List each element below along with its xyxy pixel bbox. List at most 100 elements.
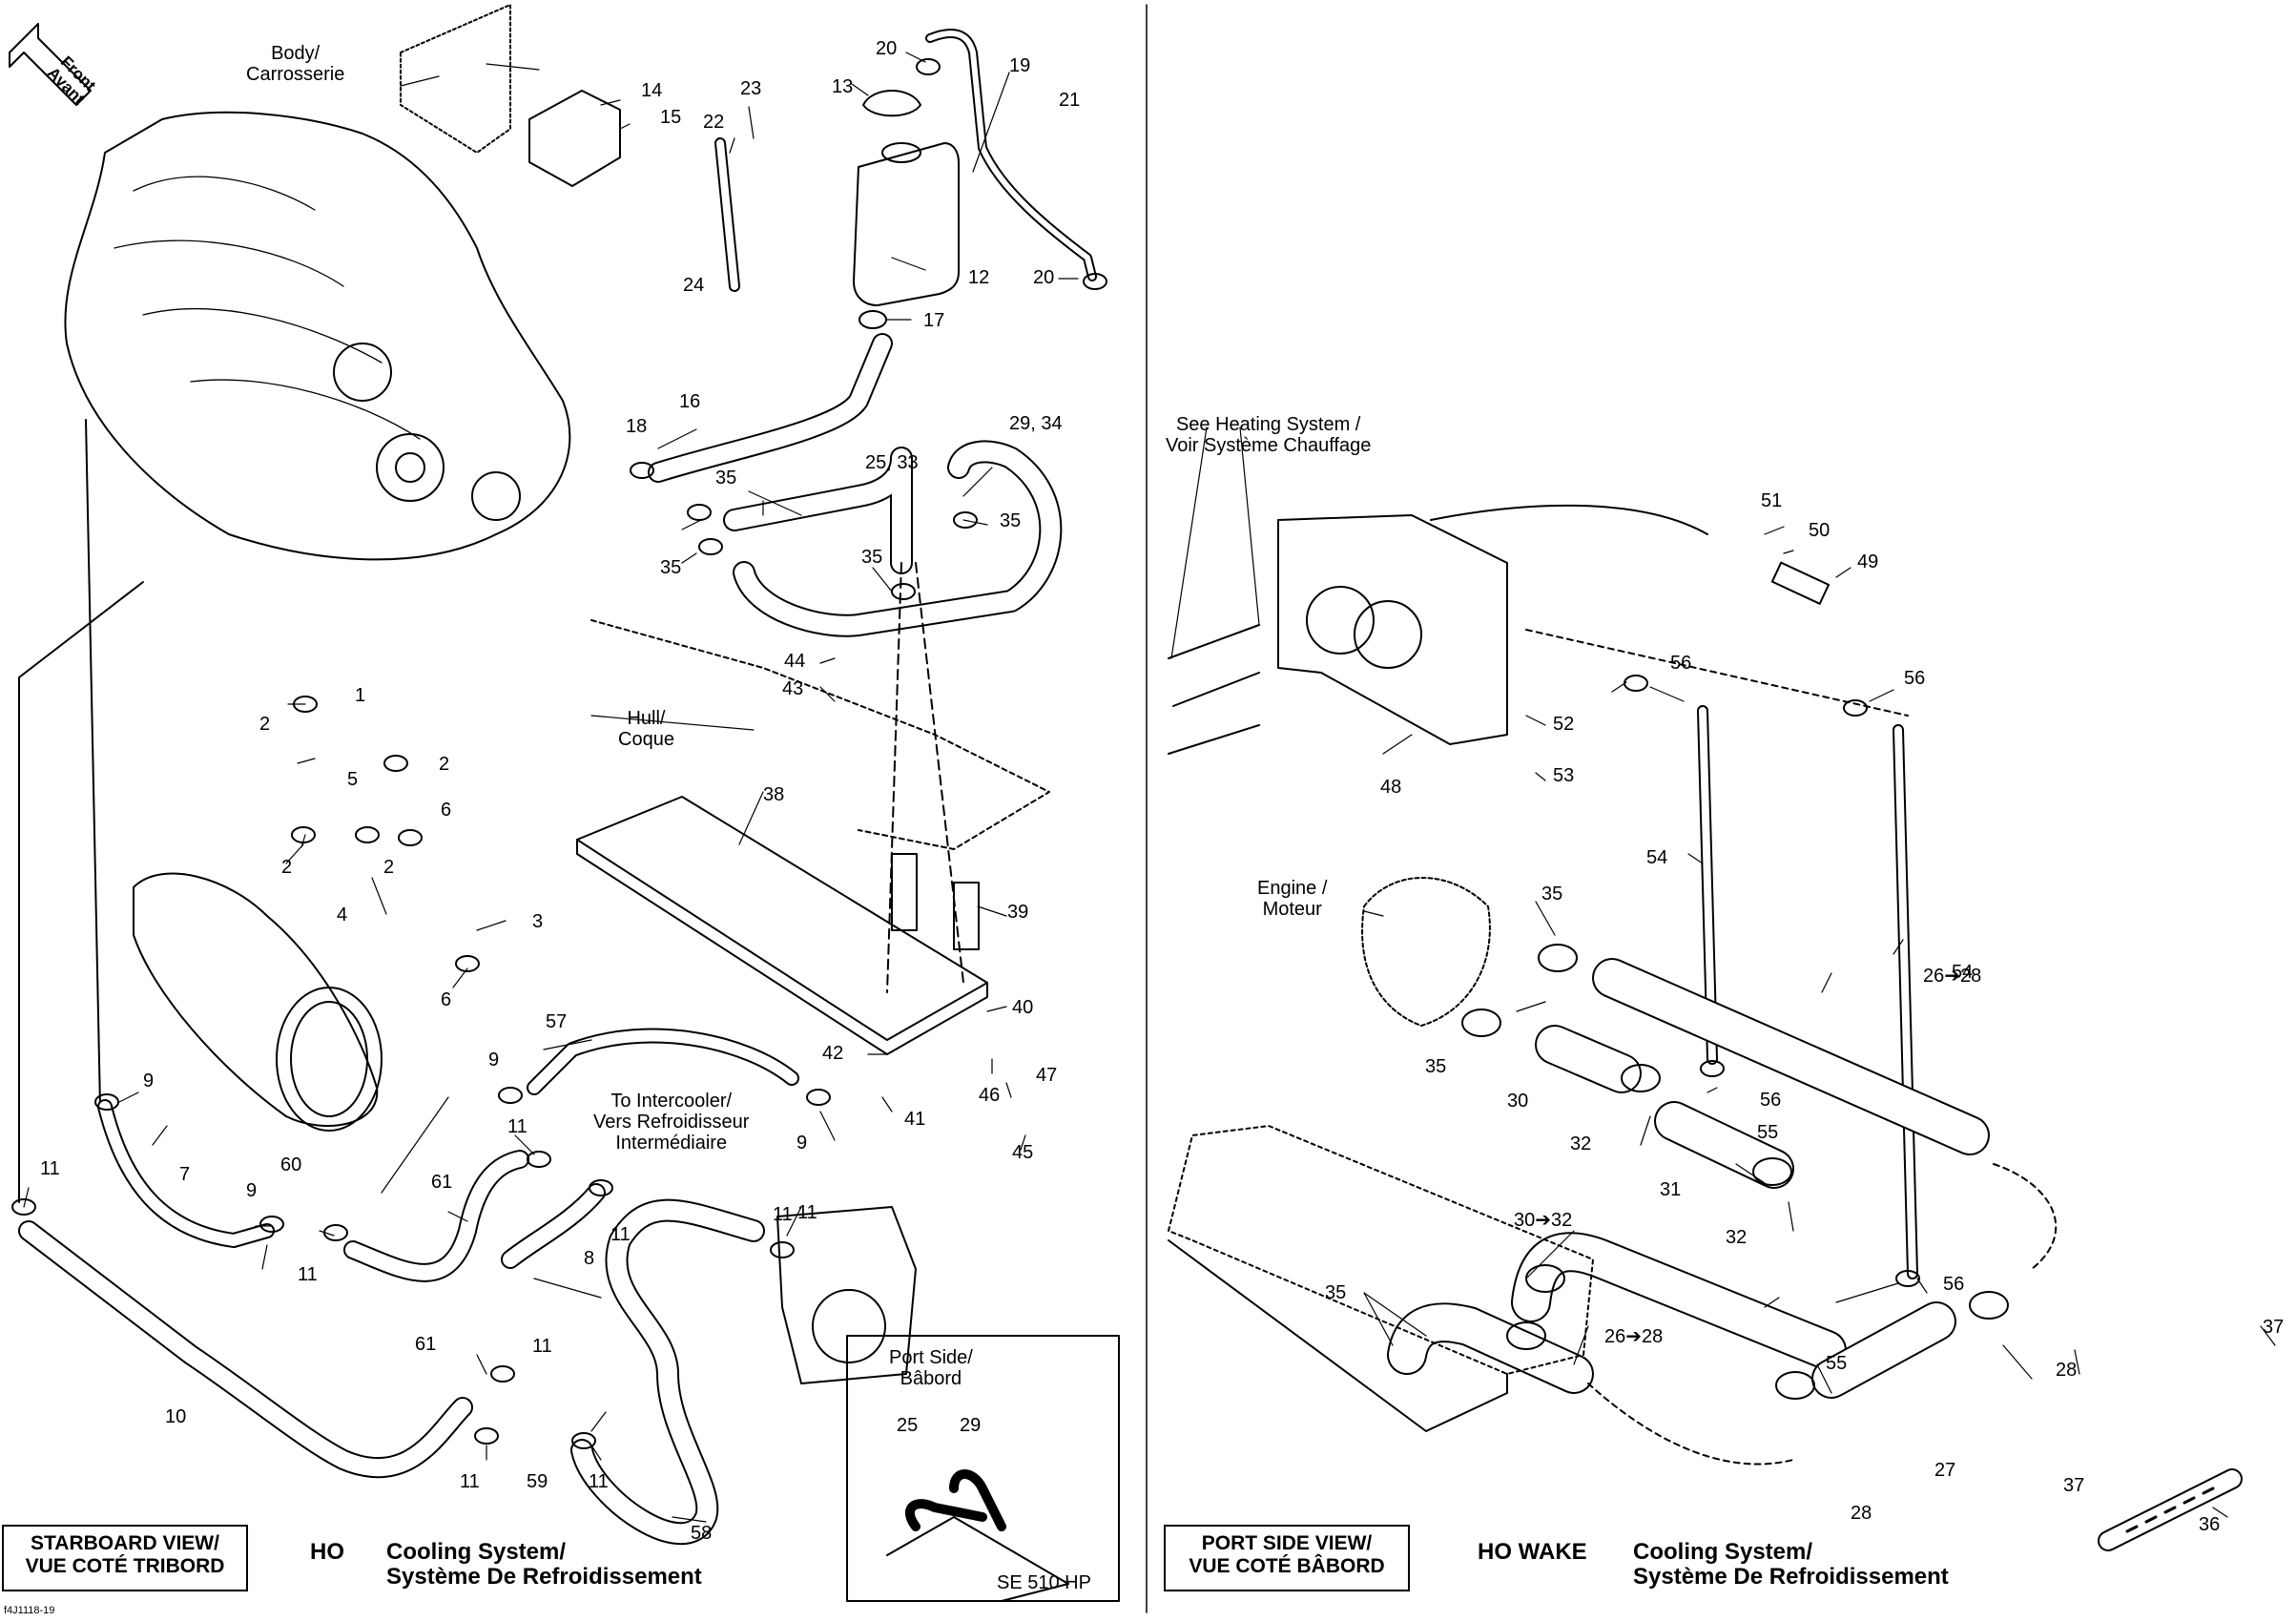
part-number: 11 [610,1224,631,1245]
part-number: 35 [1000,510,1022,531]
heating-callout: See Heating System / Voir Système Chauff… [1166,414,1371,456]
part-number: 30 [1507,1091,1529,1112]
view-label-box-left: STARBOARD VIEW/ VUE COTÉ TRIBORD [2,1525,248,1591]
part-number: 21 [1059,90,1081,111]
figure-code: f4J1118-19 [4,1605,55,1616]
part-number: 11 [589,1471,609,1492]
part-number: 32 [1570,1133,1592,1154]
part-number: 11 [532,1336,552,1357]
part-number: 9 [246,1180,258,1201]
part-number: 1 [355,685,366,706]
fitting-shape [891,853,918,931]
part-number: 11 [773,1204,793,1225]
title-left: Cooling System/ Système De Refroidisseme… [386,1540,702,1590]
coolant-reservoir [853,142,960,306]
engine-outline [64,111,571,561]
platform-right [1168,1125,1594,1375]
heating-label-2: Voir Système Chauffage [1166,435,1372,456]
inset-model-label: SE 510 HP [997,1572,1091,1593]
plate-shape [576,796,988,1041]
part-number: 3 [532,911,544,932]
part-number: 23 [740,78,762,99]
part-number: 2 [259,714,271,735]
title-line1: Cooling System/ [386,1539,567,1565]
part-number: 55 [1826,1353,1848,1374]
part-number: 17 [923,310,945,331]
part-number: 58 [691,1523,713,1544]
part-number: 2 [383,857,395,878]
part-number: 25, 33 [865,452,919,473]
part-number: 27 [1934,1460,1956,1481]
hull-label: Hull/ [627,708,666,729]
inset-port-callout: Port Side/ Bâbord [889,1347,973,1389]
part-number: 24 [683,275,705,296]
part-number: 2 [439,754,450,775]
part-number: 11 [40,1158,60,1179]
coque-label: Coque [618,729,674,750]
part-number: 39 [1007,902,1029,923]
part-number: 14 [641,80,663,101]
part-number: 25 [897,1415,919,1436]
part-number: 4 [337,905,348,925]
part-number: 26➔28 [1604,1326,1664,1347]
part-number: 47 [1036,1065,1058,1086]
inset-port-label: Port Side/ [889,1347,973,1368]
part-number: 56 [1943,1274,1965,1295]
inset-frame [846,1335,1120,1602]
part-number: 51 [1761,490,1783,511]
part-number: 29 [960,1415,982,1436]
part-number: 55 [1757,1122,1779,1143]
part-number: 9 [143,1071,155,1092]
view-label-line2: VUE COTÉ TRIBORD [25,1555,225,1577]
part-number: 26➔28 [1923,966,1982,987]
body-callout: Body/ Carrosserie [246,43,344,85]
part-number: 35 [715,468,737,489]
part-number: 6 [441,989,452,1010]
part-number: 13 [832,76,854,97]
intercooler-label-3: Intermédiaire [615,1133,728,1154]
reservoir-cap [862,90,921,117]
part-number: 9 [796,1133,808,1154]
hull-outline [590,619,1050,850]
heater-box [1277,514,1508,745]
part-number: 46 [979,1085,1001,1106]
part-number: 2 [281,857,293,878]
view-label-line1: PORT SIDE VIEW/ [1201,1532,1373,1554]
view-label-line2: VUE COTÉ BÂBORD [1189,1555,1385,1577]
part-number: 53 [1553,765,1575,786]
view-label-line1: STARBOARD VIEW/ [31,1532,219,1554]
part-number: 30➔32 [1514,1210,1573,1231]
part-number: 37 [2063,1475,2085,1496]
part-number: 45 [1012,1142,1034,1163]
part-number: 19 [1009,55,1031,76]
part-number: 11 [460,1471,480,1492]
intercooler-callout: To Intercooler/ Vers Refroidisseur Inter… [593,1091,749,1154]
part-number: 7 [179,1164,191,1185]
engine-callout: Engine / Moteur [1257,878,1327,920]
part-number: 11 [298,1264,318,1285]
body-panel-shape [400,4,511,154]
part-number: 32 [1726,1227,1748,1248]
intercooler-label-1: To Intercooler/ [610,1091,733,1112]
model-label-right: HO WAKE [1478,1539,1587,1565]
part-number: 61 [415,1334,437,1355]
part-number: 28 [1851,1503,1872,1524]
part-number: 5 [347,769,359,790]
connector-shape [1770,561,1831,605]
inset-babord-label: Bâbord [900,1368,962,1389]
part-number: 35 [1425,1056,1447,1077]
title-line2: Système De Refroidissement [1633,1564,1949,1590]
part-number: 10 [165,1406,187,1427]
part-number: 36 [2199,1514,2221,1535]
part-number: 9 [488,1050,500,1071]
part-number: 57 [546,1011,568,1032]
part-number: 54 [1646,847,1668,868]
part-number: 54 [1952,962,1974,983]
part-number: 6 [441,800,452,821]
front-arrow-icon [9,23,92,106]
view-label-box-right: PORT SIDE VIEW/ VUE COTÉ BÂBORD [1164,1525,1410,1591]
engine-label: Engine / [1257,878,1328,899]
part-number: 35 [660,557,682,578]
